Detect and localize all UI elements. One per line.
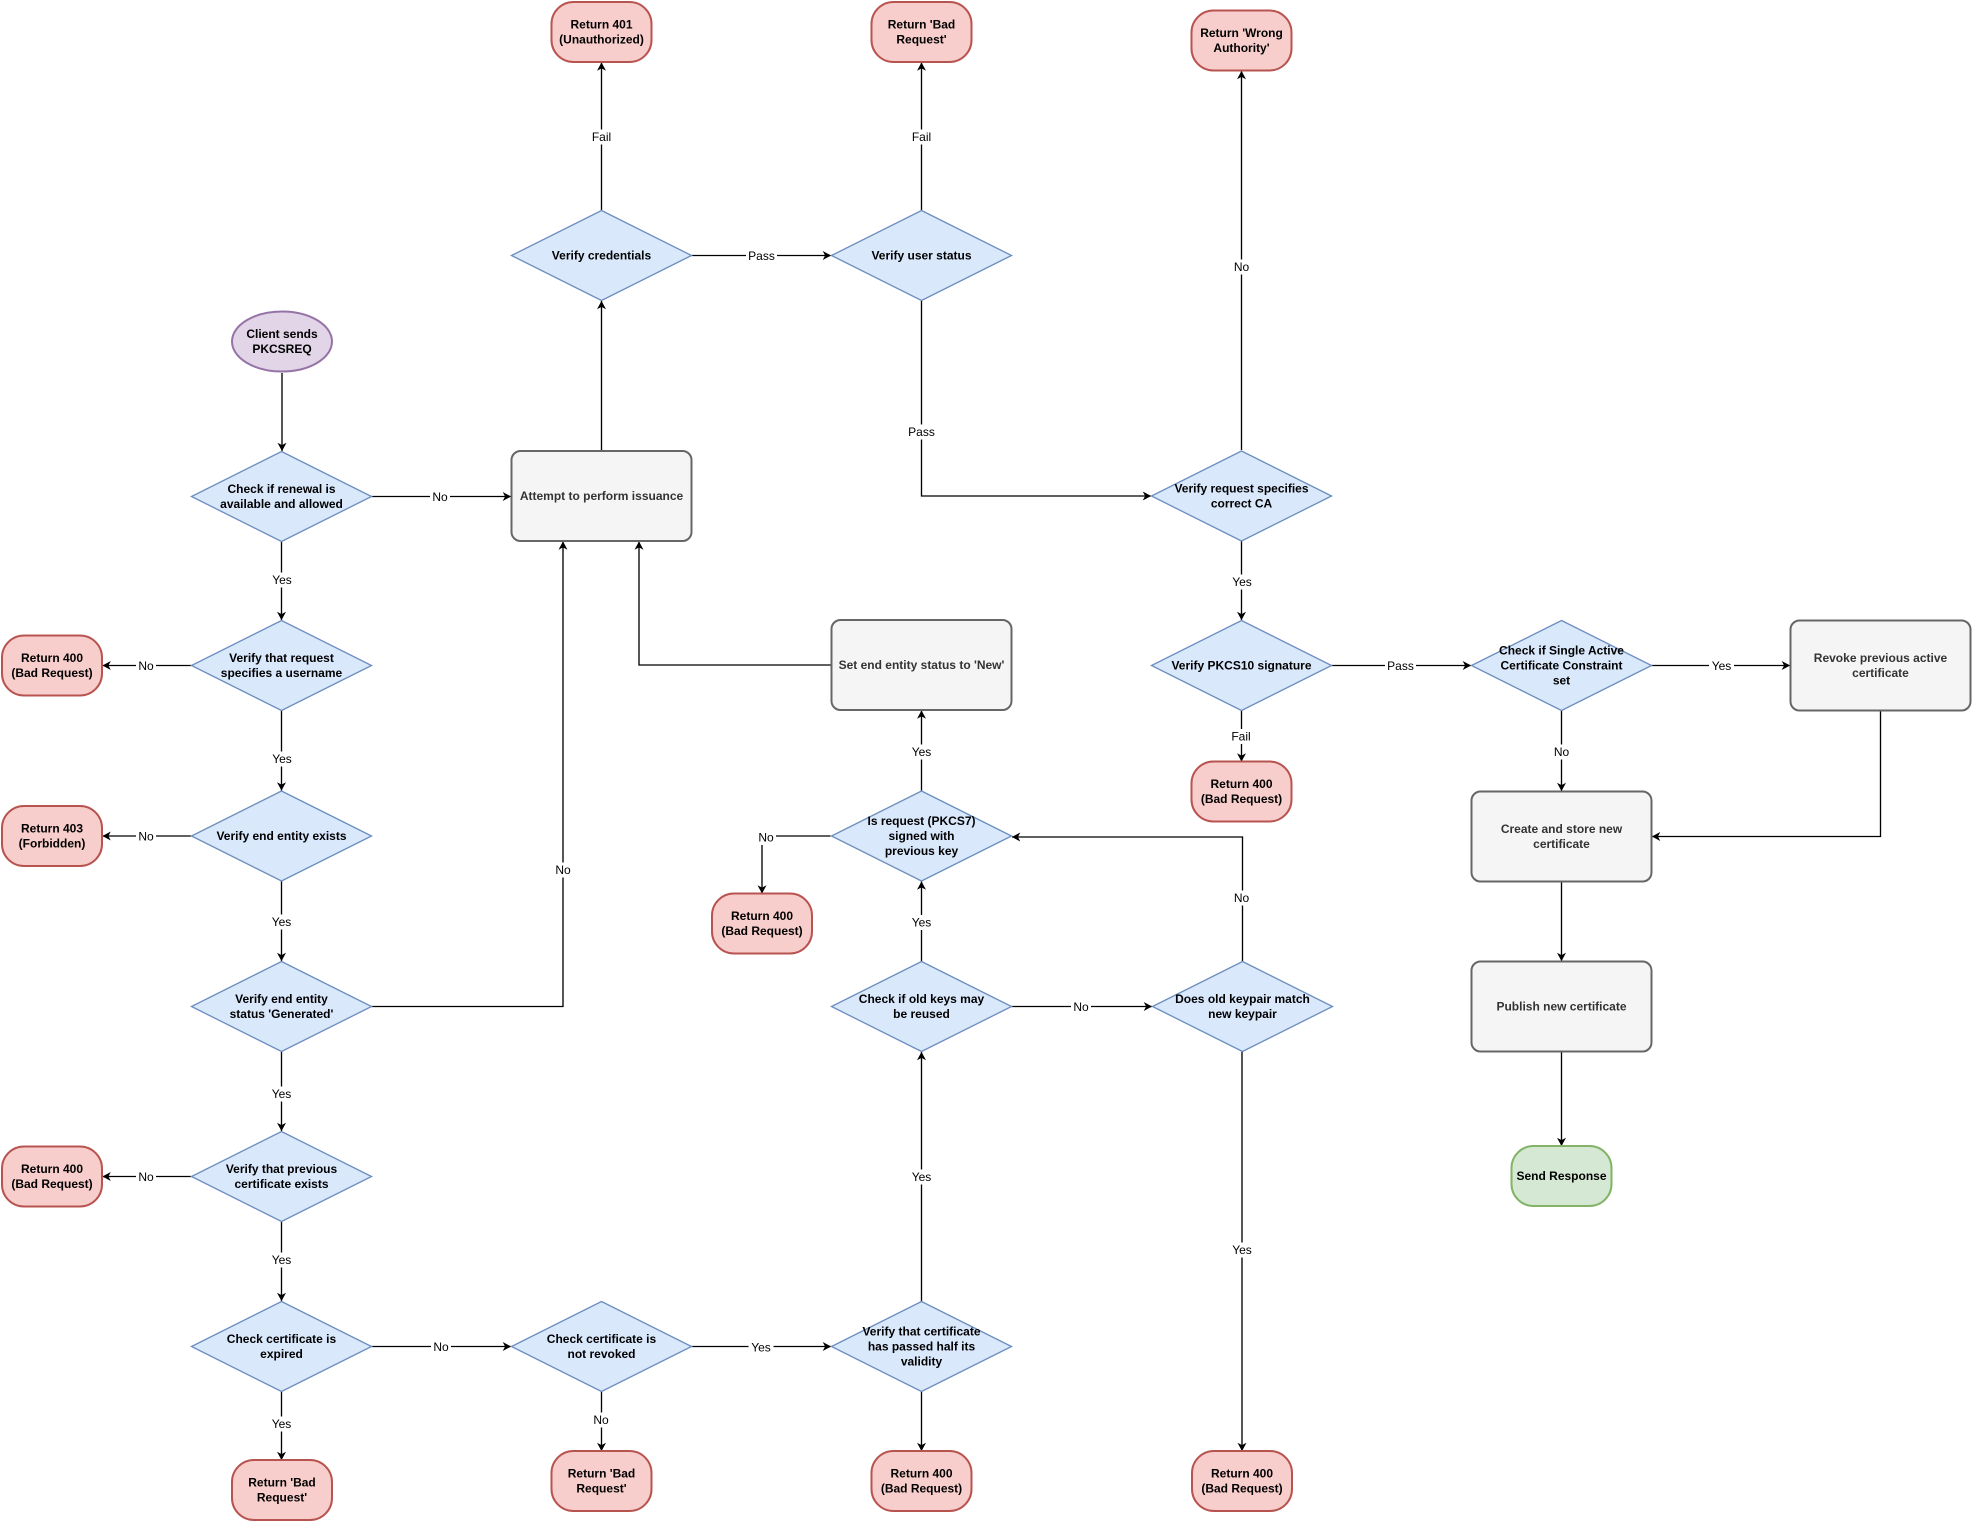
svg-text:Set end entity status to 'New': Set end entity status to 'New' xyxy=(839,658,1005,672)
svg-text:No: No xyxy=(1554,745,1570,759)
svg-text:Return 400: Return 400 xyxy=(890,1467,952,1481)
svg-text:No: No xyxy=(138,830,154,844)
svg-text:Check if renewal is: Check if renewal is xyxy=(227,482,335,496)
svg-text:Verify that certificate: Verify that certificate xyxy=(862,1325,980,1339)
svg-text:Revoke previous active: Revoke previous active xyxy=(1814,651,1948,665)
svg-text:Yes: Yes xyxy=(272,752,292,766)
svg-text:certificate: certificate xyxy=(1852,666,1909,680)
svg-text:validity: validity xyxy=(901,1355,943,1369)
svg-text:Pass: Pass xyxy=(748,249,775,263)
svg-text:Does old keypair match: Does old keypair match xyxy=(1175,992,1310,1006)
svg-text:Attempt to perform issuance: Attempt to perform issuance xyxy=(520,489,684,503)
svg-text:previous key: previous key xyxy=(885,844,959,858)
svg-text:not revoked: not revoked xyxy=(567,1347,635,1361)
svg-text:correct CA: correct CA xyxy=(1211,497,1273,511)
svg-text:Verify that previous: Verify that previous xyxy=(226,1162,338,1176)
svg-text:signed with: signed with xyxy=(889,829,955,843)
svg-text:set: set xyxy=(1553,674,1570,688)
svg-text:No: No xyxy=(433,1340,449,1354)
svg-text:Verify request specifies: Verify request specifies xyxy=(1174,482,1308,496)
svg-text:(Unauthorized): (Unauthorized) xyxy=(559,33,644,47)
svg-text:Publish new certificate: Publish new certificate xyxy=(1496,1000,1626,1014)
svg-text:No: No xyxy=(758,831,774,845)
svg-text:Check certificate is: Check certificate is xyxy=(547,1332,657,1346)
svg-text:Verify user status: Verify user status xyxy=(871,249,971,263)
svg-text:Request': Request' xyxy=(896,33,946,47)
svg-text:certificate exists: certificate exists xyxy=(234,1177,328,1191)
svg-text:(Bad Request): (Bad Request) xyxy=(11,1177,92,1191)
svg-text:No: No xyxy=(555,863,571,877)
svg-text:Yes: Yes xyxy=(1232,1243,1252,1257)
svg-text:new keypair: new keypair xyxy=(1208,1007,1277,1021)
svg-text:Yes: Yes xyxy=(272,1087,292,1101)
svg-text:No: No xyxy=(1234,260,1250,274)
svg-text:Verify credentials: Verify credentials xyxy=(552,249,652,263)
svg-text:Verify that request: Verify that request xyxy=(229,651,334,665)
svg-text:PKCSREQ: PKCSREQ xyxy=(252,342,311,356)
svg-text:No: No xyxy=(138,659,154,673)
svg-text:(Bad Request): (Bad Request) xyxy=(721,924,802,938)
svg-text:Request': Request' xyxy=(257,1491,307,1505)
svg-text:certificate: certificate xyxy=(1533,837,1590,851)
svg-text:Return 400: Return 400 xyxy=(21,651,83,665)
svg-text:Return 400: Return 400 xyxy=(1210,777,1272,791)
svg-text:Fail: Fail xyxy=(912,130,931,144)
svg-text:Return 403: Return 403 xyxy=(21,822,83,836)
svg-text:Verify end entity: Verify end entity xyxy=(235,992,328,1006)
svg-text:Yes: Yes xyxy=(272,915,292,929)
svg-text:(Bad Request): (Bad Request) xyxy=(1201,792,1282,806)
svg-text:Return 'Wrong: Return 'Wrong xyxy=(1200,26,1283,40)
svg-text:No: No xyxy=(593,1413,609,1427)
svg-text:Fail: Fail xyxy=(592,130,611,144)
svg-text:Return 400: Return 400 xyxy=(731,909,793,923)
svg-text:Yes: Yes xyxy=(272,573,292,587)
svg-text:Client sends: Client sends xyxy=(246,327,318,341)
svg-text:Check if old keys may: Check if old keys may xyxy=(859,992,985,1006)
svg-text:Certificate Constraint: Certificate Constraint xyxy=(1500,659,1622,673)
svg-text:Yes: Yes xyxy=(912,1170,932,1184)
svg-text:Authority': Authority' xyxy=(1213,41,1269,55)
svg-text:Yes: Yes xyxy=(272,1253,292,1267)
svg-text:Yes: Yes xyxy=(272,1417,292,1431)
svg-text:Return 'Bad: Return 'Bad xyxy=(568,1467,636,1481)
svg-text:Yes: Yes xyxy=(912,745,932,759)
svg-text:Yes: Yes xyxy=(751,1341,771,1355)
svg-text:Verify PKCS10 signature: Verify PKCS10 signature xyxy=(1171,659,1311,673)
svg-text:(Forbidden): (Forbidden) xyxy=(19,837,86,851)
svg-text:Return 'Bad: Return 'Bad xyxy=(248,1476,316,1490)
svg-text:(Bad Request): (Bad Request) xyxy=(881,1482,962,1496)
svg-text:available and allowed: available and allowed xyxy=(220,497,343,511)
svg-text:No: No xyxy=(138,1170,154,1184)
svg-text:Return 400: Return 400 xyxy=(21,1162,83,1176)
svg-text:Request': Request' xyxy=(576,1482,626,1496)
svg-text:expired: expired xyxy=(260,1347,303,1361)
svg-text:Is request (PKCS7): Is request (PKCS7) xyxy=(867,814,975,828)
svg-text:Yes: Yes xyxy=(912,916,932,930)
svg-text:Yes: Yes xyxy=(1232,575,1252,589)
svg-text:Yes: Yes xyxy=(1712,659,1732,673)
svg-text:be reused: be reused xyxy=(893,1007,950,1021)
svg-text:Send Response: Send Response xyxy=(1516,1169,1606,1183)
svg-text:Check certificate is: Check certificate is xyxy=(227,1332,337,1346)
svg-text:No: No xyxy=(1234,891,1250,905)
svg-text:specifies a username: specifies a username xyxy=(221,666,343,680)
svg-text:has passed half its: has passed half its xyxy=(868,1340,976,1354)
svg-text:(Bad Request): (Bad Request) xyxy=(11,666,92,680)
svg-text:Return 'Bad: Return 'Bad xyxy=(888,18,956,32)
svg-text:status 'Generated': status 'Generated' xyxy=(230,1007,334,1021)
svg-text:Check if Single Active: Check if Single Active xyxy=(1499,644,1624,658)
svg-text:No: No xyxy=(432,490,448,504)
svg-text:Pass: Pass xyxy=(908,425,935,439)
svg-text:Create and store new: Create and store new xyxy=(1501,822,1623,836)
svg-text:No: No xyxy=(1073,1000,1089,1014)
svg-text:Verify end entity exists: Verify end entity exists xyxy=(216,829,346,843)
svg-text:Fail: Fail xyxy=(1231,730,1250,744)
svg-text:Return 400: Return 400 xyxy=(1211,1467,1273,1481)
svg-text:Return 401: Return 401 xyxy=(570,18,632,32)
svg-text:(Bad Request): (Bad Request) xyxy=(1201,1482,1282,1496)
svg-text:Pass: Pass xyxy=(1387,659,1414,673)
